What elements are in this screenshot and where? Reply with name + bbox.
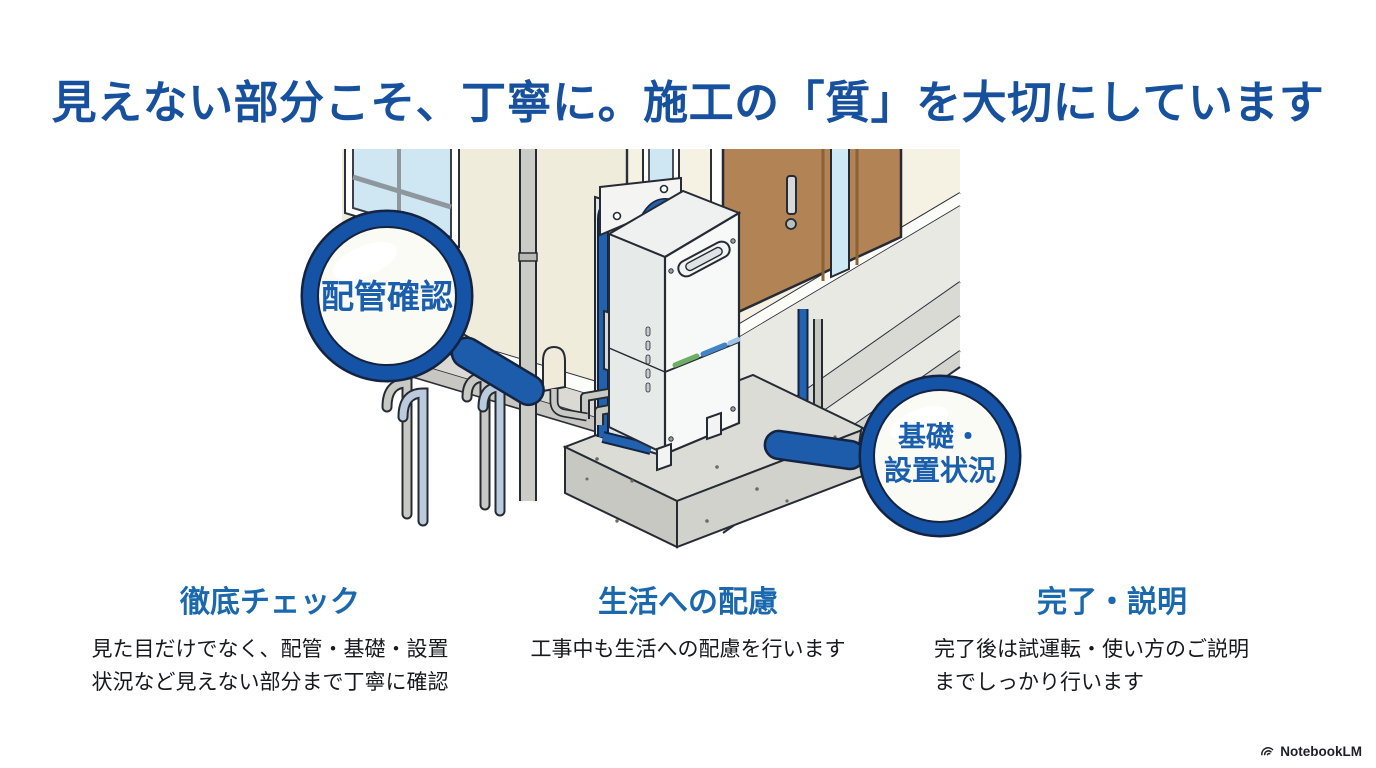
feature-daily-life-consideration: 生活への配慮 工事中も生活への配慮を行います — [492, 577, 884, 667]
door-handle-icon — [786, 175, 797, 215]
water-heater — [606, 189, 742, 472]
feature-body-line: 完了後は試運転・使い方のご説明 — [934, 638, 1249, 661]
page-title: 見えない部分こそ、丁寧に。施工の「質」を大切にしています — [51, 77, 1325, 128]
lens-highlight — [332, 242, 398, 280]
magnifier-foundation-label-1: 基礎・ — [898, 421, 982, 452]
downspout-pipe — [518, 143, 538, 501]
feature-body-line: 状況など見えない部分まで丁寧に確認 — [91, 670, 449, 694]
spigot — [542, 345, 588, 422]
wall-pipes — [797, 309, 823, 409]
installation-illustration: 配管確認 基礎・ 設置状況 — [287, 141, 1047, 579]
magnifier-piping: 配管確認 — [300, 209, 545, 407]
hook-pipes — [381, 371, 506, 527]
illustration-canvas: 配管確認 基礎・ 設置状況 — [300, 141, 1022, 549]
heater-foot — [706, 411, 722, 441]
feature-body: 完了後は試運転・使い方のご説明 までしっかり行います — [922, 634, 1302, 699]
feature-body-line: までしっかり行います — [934, 670, 1144, 694]
feature-columns: 徹底チェック 見た目だけでなく、配管・基礎・設置 状況など見えない部分まで丁寧に… — [0, 577, 1376, 717]
notebooklm-logo-icon — [1261, 747, 1274, 756]
watermark-label: NotebookLM — [1280, 744, 1362, 759]
heater-louvers — [645, 326, 651, 393]
watermark: NotebookLM — [1260, 744, 1362, 759]
door-glass-strip — [830, 142, 850, 279]
magnifier-piping-label: 配管確認 — [321, 278, 453, 315]
lens-highlight — [889, 406, 949, 440]
feature-body: 見た目だけでなく、配管・基礎・設置 状況など見えない部分まで丁寧に確認 — [68, 634, 472, 699]
heater-foot — [656, 442, 672, 472]
magnifier-foundation: 基礎・ 設置状況 — [763, 374, 1022, 538]
heater-screws — [668, 238, 736, 442]
feature-body-line: 見た目だけでなく、配管・基礎・設置 — [91, 638, 449, 661]
feature-heading: 徹底チェック — [180, 586, 360, 619]
feature-body: 工事中も生活への配慮を行います — [492, 634, 884, 667]
heater-stripe — [672, 337, 741, 368]
magnifier-foundation-label-2: 設置状況 — [884, 454, 996, 486]
feature-body-line: 工事中も生活への配慮を行います — [530, 638, 846, 661]
heater-vent — [677, 240, 731, 278]
feature-heading: 完了・説明 — [1037, 586, 1187, 619]
feature-heading: 生活への配慮 — [598, 586, 778, 619]
feature-thorough-check: 徹底チェック 見た目だけでなく、配管・基礎・設置 状況など見えない部分まで丁寧に… — [68, 577, 472, 699]
feature-completion-explanation: 完了・説明 完了後は試運転・使い方のご説明 までしっかり行います — [922, 577, 1302, 699]
